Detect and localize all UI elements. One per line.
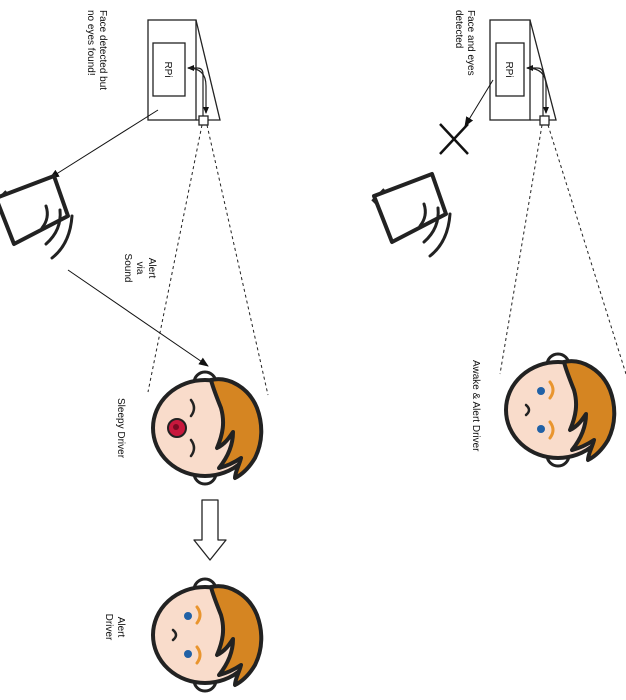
alert-driver-label-line1: Alert [115, 617, 126, 638]
status-text-line2: detected [453, 10, 464, 48]
rpi-label: RPi [503, 61, 514, 77]
camera-lens [198, 115, 209, 126]
fov-line-right [206, 124, 269, 396]
speaker-icon [0, 174, 74, 260]
status-text-line1: Face and eyes [465, 10, 476, 76]
right-scenario: RPi Face and eyes detected [371, 10, 626, 468]
fov-line-left [499, 124, 543, 375]
alert-text-line2: via [134, 262, 145, 275]
down-arrow-icon [193, 499, 227, 561]
cross-icon [439, 123, 469, 155]
face-icon-sleepy [151, 370, 264, 486]
sleepy-driver-label: Sleepy Driver [115, 398, 126, 459]
rpi-box: RPi [152, 42, 186, 97]
lens-rpi-connector [187, 67, 209, 114]
rpi-to-speaker-arrow [464, 79, 494, 127]
face-icon-awake [504, 352, 617, 468]
status-text-line2: no eyes found! [85, 10, 96, 76]
alert-text-line1: Alert [146, 258, 157, 279]
rpi-box: RPi [495, 42, 525, 97]
rpi-to-speaker-arrow [49, 109, 159, 179]
awake-driver-label: Awake & Alert Driver [470, 360, 481, 452]
speaker-to-driver-arrow [67, 269, 209, 367]
fov-line-right [547, 124, 626, 375]
camera-lens [539, 115, 550, 126]
rpi-label: RPi [162, 61, 173, 77]
alert-text-line3: Sound [122, 254, 133, 283]
left-scenario: RPi Face detected but no eyes found! Ale… [0, 10, 269, 693]
face-icon-alert [151, 577, 264, 693]
status-text-line1: Face detected but [97, 10, 108, 90]
speaker-icon [371, 172, 452, 258]
alert-driver-label-line2: Driver [103, 614, 114, 641]
lens-rpi-connector [526, 67, 549, 114]
